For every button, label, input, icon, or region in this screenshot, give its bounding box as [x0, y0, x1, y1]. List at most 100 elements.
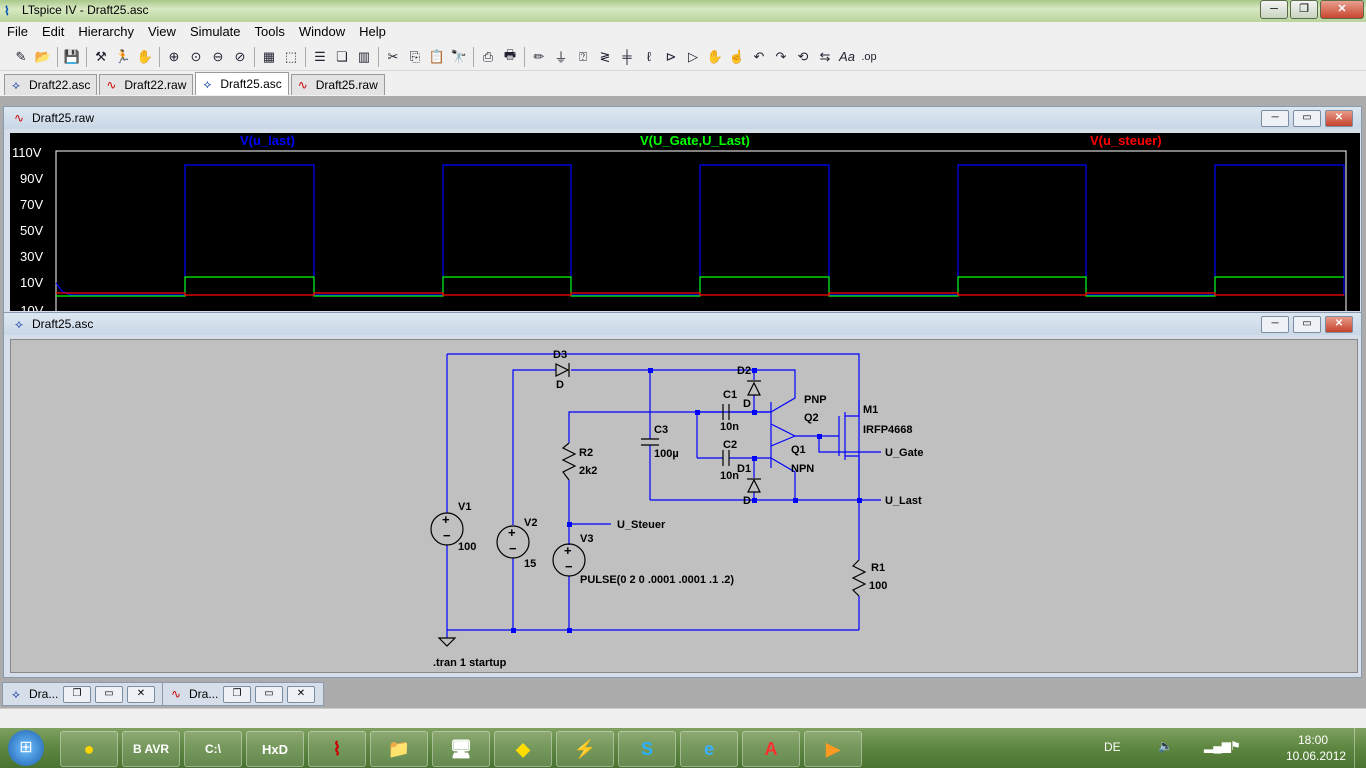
component-icon[interactable]: ▷ [688, 48, 698, 64]
autorange-icon[interactable]: ▦ [262, 48, 276, 64]
label-c1-val: 10n [720, 421, 739, 433]
symbols [430, 363, 867, 647]
zoom-out-icon[interactable]: ⊖ [212, 48, 224, 64]
undo-icon[interactable]: ↶ [753, 48, 765, 64]
waveform-maximize-button[interactable]: ▭ [1293, 110, 1321, 127]
schematic-minimize-button[interactable]: ─ [1261, 316, 1289, 333]
ground-icon[interactable]: ⏚ [554, 50, 568, 65]
menu-window[interactable]: Window [298, 24, 346, 39]
y-tick-label: 70V [20, 197, 43, 212]
move-icon[interactable]: ✋ [706, 48, 724, 64]
redo-icon[interactable]: ↷ [775, 48, 787, 64]
rotate-icon[interactable]: ⟲ [797, 48, 809, 64]
ltspice-icon[interactable]: ⌇ [308, 731, 366, 767]
clock-time[interactable]: 18:00 [1298, 733, 1329, 747]
draw-wire-icon[interactable]: ✏ [533, 48, 545, 64]
label-m1-model: IRFP4668 [863, 424, 913, 436]
minimized-window-waveform[interactable]: ∿ Dra... ❐ ▭ ✕ [162, 682, 324, 706]
waveform-close-button[interactable]: ✕ [1325, 110, 1353, 127]
save-icon[interactable]: 💾 [63, 48, 81, 64]
window-title: LTspice IV - Draft25.asc [22, 3, 149, 17]
show-desktop-button[interactable] [1354, 728, 1366, 768]
skype-icon[interactable]: S [618, 731, 676, 767]
find-icon[interactable]: 🔭 [450, 48, 468, 64]
bascom-avr-icon[interactable]: B AVR [122, 731, 180, 767]
label-r1: R1 [871, 562, 885, 574]
tile-vertical-icon[interactable]: ▥ [357, 48, 371, 64]
zoom-in-icon[interactable]: ⊕ [168, 48, 180, 64]
label-d3-model: D [556, 379, 564, 391]
resistor-icon[interactable]: ≷ [599, 48, 611, 64]
control-panel-icon[interactable]: ⚒ [95, 48, 107, 64]
run-icon[interactable]: 🏃 [114, 48, 132, 64]
menu-help[interactable]: Help [359, 24, 386, 39]
minimized-window-schematic[interactable]: ⟡ Dra... ❐ ▭ ✕ [2, 682, 164, 706]
close-button[interactable]: ✕ [127, 685, 155, 703]
open-icon[interactable]: 📂 [34, 48, 52, 64]
lemon-app-icon[interactable]: ● [60, 731, 118, 767]
acrobat-icon[interactable]: A [742, 731, 800, 767]
cmd-icon[interactable]: C:\ [184, 731, 242, 767]
restore-button[interactable]: ❐ [63, 685, 91, 703]
maximize-button[interactable]: ▭ [95, 685, 123, 703]
schematic-canvas[interactable]: +− +− +− D3 D D2 D C1 10n C2 10n D1 D PN… [10, 339, 1358, 673]
tab-draft22-raw[interactable]: ∿ Draft22.raw [99, 74, 194, 95]
label-net-icon[interactable]: ⍰ [579, 48, 587, 64]
mirror-icon[interactable]: ⇆ [819, 48, 831, 64]
zoom-cancel-icon[interactable]: ⊘ [234, 48, 246, 64]
zoom-area-icon[interactable]: ⬚ [284, 48, 298, 64]
maximize-button[interactable]: ❐ [1290, 0, 1318, 19]
pan-icon[interactable]: ⊙ [190, 48, 202, 64]
schematic-close-button[interactable]: ✕ [1325, 316, 1353, 333]
media-player-icon[interactable]: ▶ [804, 731, 862, 767]
menu-tools[interactable]: Tools [254, 24, 285, 39]
restore-button[interactable]: ❐ [223, 685, 251, 703]
menu-view[interactable]: View [147, 24, 176, 39]
menu-file[interactable]: File [7, 24, 28, 39]
close-button[interactable]: ✕ [1320, 0, 1364, 19]
print-icon[interactable]: ⎙ [482, 48, 494, 64]
hxd-icon[interactable]: HxD [246, 731, 304, 767]
paste-icon[interactable]: 📋 [428, 48, 446, 64]
tray-flag-icon[interactable]: ⚑ [1230, 739, 1241, 753]
spice-directive-icon[interactable]: .op [861, 50, 877, 63]
puzzle-app-icon[interactable]: ◆ [494, 731, 552, 767]
text-icon[interactable]: Aa [839, 49, 855, 64]
print-preview-icon[interactable]: 🖶 [503, 46, 517, 62]
maximize-button[interactable]: ▭ [255, 685, 283, 703]
waveform-minimize-button[interactable]: ─ [1261, 110, 1289, 127]
minimize-button[interactable]: ─ [1260, 0, 1288, 19]
diode-icon[interactable]: ⊳ [665, 48, 677, 64]
explorer-icon[interactable]: 📁 [370, 731, 428, 767]
halt-icon[interactable]: ✋ [136, 48, 154, 64]
tab-draft25-raw[interactable]: ∿ Draft25.raw [290, 74, 385, 95]
y-tick-label: 110V [12, 145, 42, 160]
menu-simulate[interactable]: Simulate [189, 24, 241, 39]
capacitor-icon[interactable]: ╪ [622, 49, 632, 64]
inductor-icon[interactable]: ℓ [646, 49, 652, 64]
cut-icon[interactable]: ✂ [387, 48, 399, 64]
start-orb-icon[interactable]: ⊞ [8, 730, 44, 766]
device-manager-icon[interactable]: 🖥 [432, 731, 490, 767]
tray-language[interactable]: DE [1104, 740, 1121, 754]
tab-draft22-asc[interactable]: ⟡ Draft22.asc [4, 74, 98, 95]
clock-date[interactable]: 10.06.2012 [1286, 749, 1347, 763]
waveform-plot-area[interactable]: 110V 90V 70V 50V 30V 10V -10V V(u_last) … [10, 133, 1360, 311]
menu-edit[interactable]: Edit [41, 24, 65, 39]
source-signs: +− +− +− [442, 512, 573, 574]
menu-hierarchy[interactable]: Hierarchy [78, 24, 134, 39]
cascade-icon[interactable]: ❏ [336, 48, 348, 64]
schematic-maximize-button[interactable]: ▭ [1293, 316, 1321, 333]
internet-explorer-icon[interactable]: e [680, 731, 738, 767]
tile-horizontal-icon[interactable]: ☰ [314, 48, 326, 64]
drag-icon[interactable]: ☝ [728, 48, 746, 64]
copy-icon[interactable]: ⎘ [409, 48, 421, 64]
schematic-icon: ⟡ [12, 78, 20, 92]
tab-draft25-asc[interactable]: ⟡ Draft25.asc [195, 72, 289, 95]
volume-icon[interactable]: 🔈 [1158, 739, 1173, 753]
new-schematic-icon[interactable]: ✎ [15, 48, 27, 64]
close-button[interactable]: ✕ [287, 685, 315, 703]
y-tick-label: 30V [20, 249, 43, 264]
flash-app-icon[interactable]: ⚡ [556, 731, 614, 767]
network-icon[interactable]: ▂▄▆ [1204, 739, 1231, 753]
